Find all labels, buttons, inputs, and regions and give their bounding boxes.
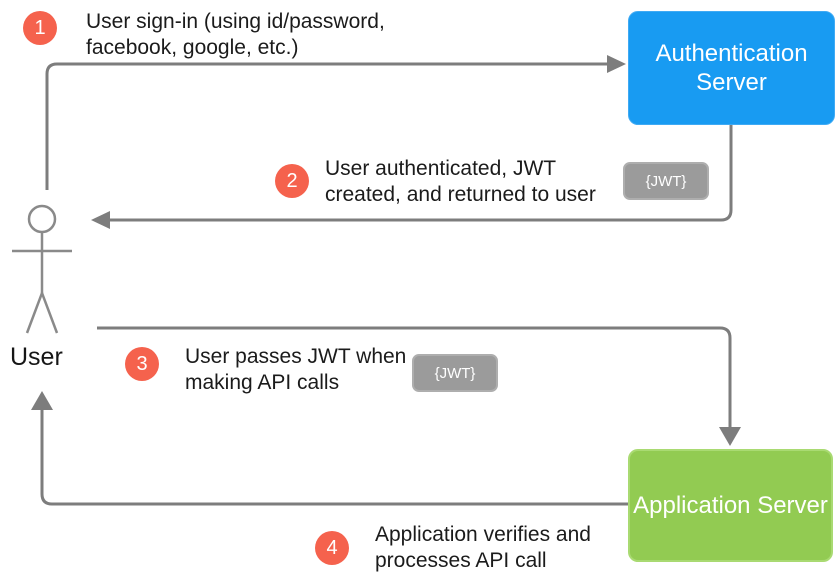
step-3-description: User passes JWT when making API calls [185, 344, 406, 396]
jwt-token-badge-label: {JWT} [645, 172, 687, 190]
step-4-line-2: processes API call [375, 549, 547, 572]
step-2-line-2: created, and returned to user [325, 183, 596, 206]
user-actor-label: User [10, 343, 63, 371]
step-3-line-1: User passes JWT when [185, 345, 407, 368]
step-4-number: 4 [326, 536, 338, 559]
application-server-box: Application Server [628, 449, 833, 562]
step-1-number: 1 [34, 16, 46, 39]
step-2-description: User authenticated, JWT created, and ret… [325, 156, 596, 208]
step-1-circle: 1 [23, 11, 57, 45]
step-4-line-1: Application verifies and [375, 523, 591, 546]
step-1-line-1: User sign-in (using id/password, [86, 10, 385, 33]
user-stick-figure-icon [12, 204, 72, 334]
authentication-server-box: Authentication Server [628, 11, 835, 125]
jwt-token-badge-step2: {JWT} [623, 162, 709, 200]
arrow-2-head-icon [91, 211, 110, 229]
jwt-token-badge-step3: {JWT} [412, 354, 498, 392]
step-4-description: Application verifies and processes API c… [375, 522, 591, 574]
step-2-number: 2 [286, 169, 298, 192]
step-2-line-1: User authenticated, JWT [325, 157, 557, 180]
arrow-4-head-icon [31, 391, 53, 410]
jwt-token-badge-label: {JWT} [434, 364, 476, 382]
step-4-circle: 4 [315, 531, 349, 565]
step-1-line-2: facebook, google, etc.) [86, 36, 299, 59]
step-1-description: User sign-in (using id/password, faceboo… [86, 9, 385, 61]
step-3-number: 3 [136, 352, 148, 375]
arrow-3-head-icon [719, 427, 741, 446]
authentication-server-label: Authentication Server [655, 40, 808, 96]
step-3-circle: 3 [125, 347, 159, 381]
application-server-label: Application Server [633, 492, 828, 519]
step-3-line-2: making API calls [185, 371, 340, 394]
arrow-1-head-icon [607, 55, 626, 73]
arrow-4-response-path [40, 410, 628, 506]
step-2-circle: 2 [275, 164, 309, 198]
